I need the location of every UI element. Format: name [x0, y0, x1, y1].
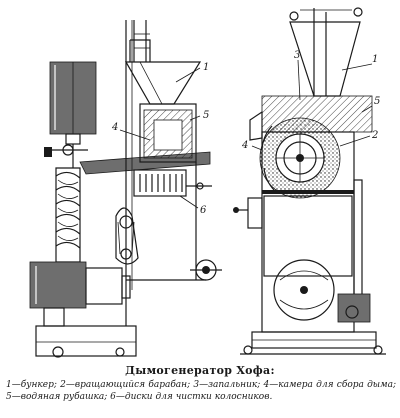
- callout-right-3: 3: [294, 50, 300, 61]
- callout-right-5: 5: [374, 96, 380, 107]
- main-frame-left: [125, 20, 206, 290]
- callout-right-4: 4: [241, 140, 248, 151]
- grate-discs: [133, 169, 212, 197]
- left-view: 1 5 4 6: [29, 20, 222, 358]
- base-cart: [35, 290, 137, 358]
- figure-title: Дымогенератор Хофа:: [125, 364, 275, 377]
- callout-left-1: 1: [203, 62, 209, 73]
- right-view: 3 1 5 4 2: [233, 7, 386, 355]
- auger-tube: [55, 167, 81, 263]
- base-right: [240, 331, 386, 355]
- handwheel-left: [190, 259, 222, 281]
- callout-left-5: 5: [203, 110, 209, 121]
- callout-right-1: 1: [372, 54, 378, 65]
- figure-legend: 1—бункер; 2—вращающийся барабан; 3—запал…: [6, 380, 396, 402]
- belt-drive: [115, 207, 139, 265]
- bottom-motor: [29, 261, 131, 309]
- fan-housing: [273, 259, 371, 323]
- technical-drawing: 1 5 4 6: [29, 7, 386, 358]
- hopper-left: [124, 20, 202, 105]
- water-jacket-left: [139, 103, 197, 163]
- hopper-right: [289, 7, 363, 97]
- callout-left-4: 4: [111, 122, 118, 133]
- top-motor-cylinder: [44, 61, 97, 168]
- rotating-drum: [259, 117, 341, 199]
- callout-right-2: 2: [371, 130, 378, 141]
- callout-left-6: 6: [200, 205, 207, 216]
